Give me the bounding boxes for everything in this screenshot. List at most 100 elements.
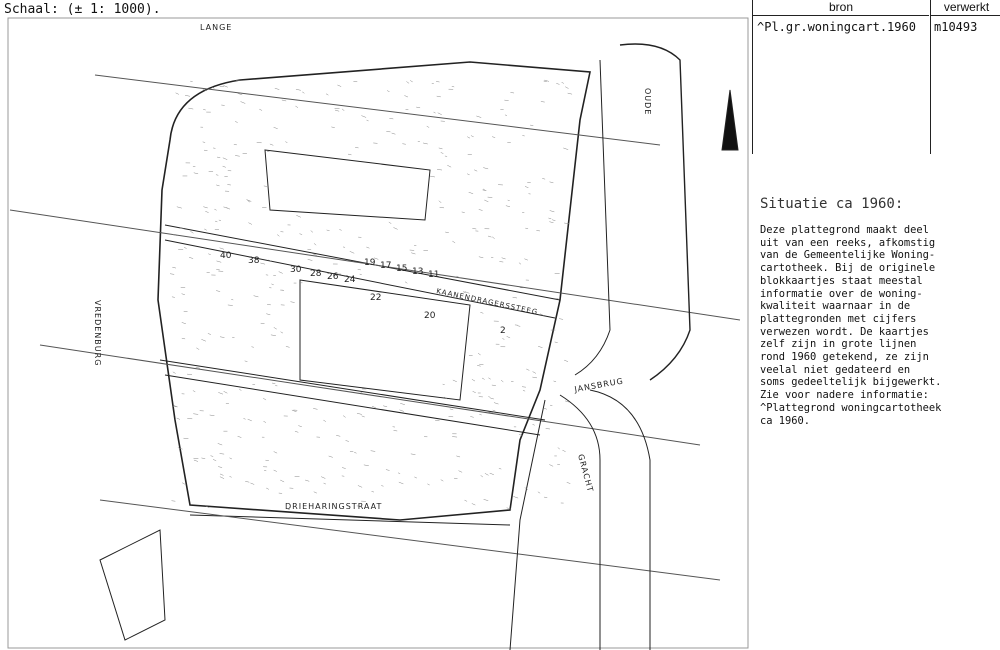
texture-speck (448, 416, 454, 418)
texture-speck (518, 262, 522, 265)
texture-speck (398, 481, 404, 485)
texture-speck (295, 105, 299, 108)
texture-speck (202, 88, 207, 91)
texture-speck (474, 169, 478, 172)
texture-speck (477, 364, 481, 367)
texture-speck (196, 347, 200, 350)
texture-speck (447, 165, 452, 168)
texture-speck (307, 259, 313, 261)
texture-speck (216, 260, 222, 263)
texture-speck (563, 147, 569, 150)
texture-speck (299, 233, 303, 235)
texture-speck (433, 111, 436, 114)
texture-speck (501, 257, 506, 260)
texture-speck (216, 268, 220, 271)
texture-speck (461, 211, 465, 213)
texture-speck (313, 243, 317, 246)
scale-label: Schaal: (± 1: 1000). (4, 2, 161, 17)
texture-speck (551, 219, 556, 221)
texture-speck (247, 418, 252, 422)
texture-speck (488, 411, 493, 413)
texture-speck (540, 313, 544, 316)
street-jansbrug: JANSBRUG (573, 376, 625, 394)
texture-speck (243, 418, 246, 420)
texture-speck (271, 283, 274, 286)
house-number: 28 (310, 269, 322, 279)
texture-speck (312, 253, 317, 256)
texture-speck (326, 229, 330, 232)
house-number: 19 (364, 258, 376, 268)
texture-speck (181, 337, 186, 340)
texture-speck (207, 333, 211, 335)
texture-speck (414, 476, 417, 479)
texture-speck (427, 483, 430, 486)
texture-speck (263, 421, 267, 423)
street-drieharingstraat: DRIEHARINGSTRAAT (285, 502, 382, 511)
texture-speck (562, 449, 566, 452)
texture-speck (480, 312, 484, 314)
texture-speck (564, 222, 569, 224)
texture-speck (557, 447, 560, 450)
texture-speck (210, 455, 214, 457)
texture-speck (484, 473, 489, 476)
texture-speck (479, 414, 482, 416)
texture-speck (561, 81, 565, 84)
texture-speck (183, 247, 187, 249)
texture-speck (438, 147, 443, 150)
scan-texture (169, 79, 573, 510)
texture-speck (266, 487, 270, 490)
texture-speck (334, 109, 340, 112)
texture-speck (176, 206, 182, 209)
texture-speck (355, 147, 359, 149)
texture-speck (526, 368, 530, 371)
texture-speck (294, 431, 299, 433)
source-table: bron verwerkt ^Pl.gr.woningcart.1960 m10… (752, 0, 1000, 154)
texture-speck (273, 327, 277, 330)
texture-speck (217, 156, 221, 158)
texture-speck (437, 169, 443, 171)
texture-speck (397, 472, 401, 474)
texture-speck (212, 459, 217, 462)
texture-speck (229, 457, 232, 460)
texture-speck (270, 334, 276, 336)
grid-line (94, 74, 661, 146)
texture-speck (388, 221, 392, 224)
grid-line (99, 499, 721, 581)
texture-speck (177, 447, 183, 450)
texture-speck (566, 482, 571, 484)
texture-speck (371, 491, 375, 493)
texture-speck (321, 476, 326, 479)
texture-speck (336, 435, 341, 437)
texture-speck (510, 92, 515, 94)
texture-speck (499, 414, 502, 416)
texture-speck (532, 371, 537, 374)
texture-speck (540, 101, 545, 103)
texture-speck (296, 215, 301, 218)
texture-speck (492, 409, 496, 412)
texture-speck (203, 206, 208, 209)
texture-speck (556, 83, 560, 85)
texture-speck (416, 106, 421, 109)
texture-speck (467, 173, 470, 176)
texture-speck (205, 211, 209, 213)
texture-speck (280, 479, 285, 483)
texture-speck (218, 466, 223, 468)
texture-speck (366, 119, 369, 122)
texture-speck (235, 155, 240, 157)
texture-speck (462, 291, 466, 294)
texture-speck (499, 261, 504, 263)
texture-speck (209, 414, 215, 417)
texture-speck (237, 93, 243, 96)
parcel-line (164, 374, 541, 436)
texture-speck (545, 428, 551, 430)
texture-speck (429, 175, 435, 178)
texture-speck (219, 476, 225, 479)
texture-speck (219, 473, 224, 476)
canal-edge (574, 59, 611, 376)
street-lange: LANGE (200, 23, 232, 32)
texture-speck (305, 479, 310, 482)
texture-speck (393, 227, 398, 230)
texture-speck (323, 482, 326, 485)
texture-speck (422, 142, 428, 145)
texture-speck (349, 251, 355, 254)
